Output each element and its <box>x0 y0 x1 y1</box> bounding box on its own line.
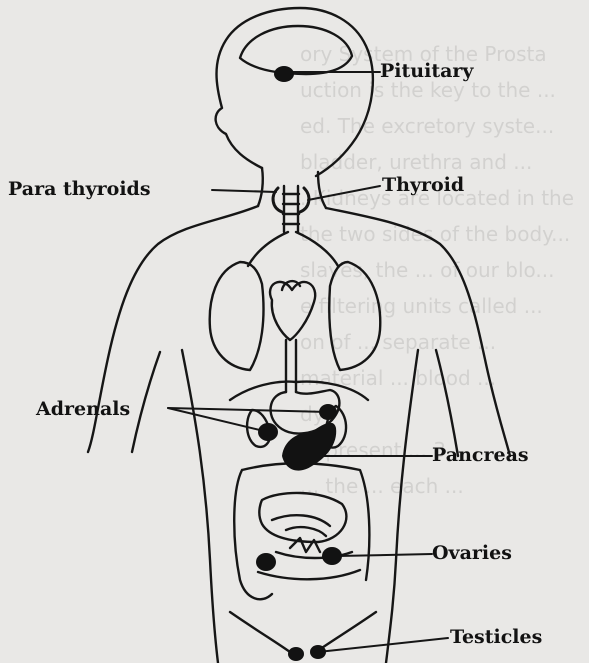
parathyroid-leader <box>212 190 276 192</box>
testicle-right <box>310 645 326 659</box>
thyroid-label: Thyroid <box>382 174 464 196</box>
adrenals-label: Adrenals <box>36 398 130 420</box>
arm-inner-left <box>132 352 160 452</box>
pancreas-label: Pancreas <box>432 444 529 466</box>
neck-right <box>318 172 326 208</box>
thyroid-gland <box>273 188 309 212</box>
esophagus <box>286 340 296 392</box>
adrenals-leader-a <box>168 408 268 432</box>
ovaries-leader <box>338 554 432 556</box>
torso-left <box>182 350 218 663</box>
neck-left <box>258 168 263 206</box>
ovary-left <box>256 553 276 571</box>
ovary-right <box>322 547 342 565</box>
brain-outline <box>240 26 352 74</box>
shoulder-right <box>326 208 510 456</box>
head-outline <box>216 8 373 176</box>
para-thyroids-label: Para thyroids <box>8 178 151 200</box>
pituitary-gland <box>274 66 294 82</box>
bronchi <box>248 232 338 266</box>
testicle-left <box>288 647 304 661</box>
pelvis-left <box>230 612 290 652</box>
lung-right <box>329 262 380 370</box>
lung-left <box>210 262 264 370</box>
testicles-leader <box>318 638 448 652</box>
ribcage-line <box>230 382 368 400</box>
adrenal-gland-left <box>258 423 278 441</box>
pancreas-gland <box>282 423 336 471</box>
ovaries-label: Ovaries <box>432 542 512 564</box>
torso-right <box>386 350 418 663</box>
small-intestine <box>259 493 346 542</box>
adrenal-gland-right <box>319 404 337 420</box>
adrenals-leader-b <box>168 408 328 412</box>
testicles-label: Testicles <box>450 626 542 648</box>
arm-inner-right <box>436 350 458 456</box>
heart <box>270 282 315 340</box>
pituitary-label: Pituitary <box>380 60 473 82</box>
